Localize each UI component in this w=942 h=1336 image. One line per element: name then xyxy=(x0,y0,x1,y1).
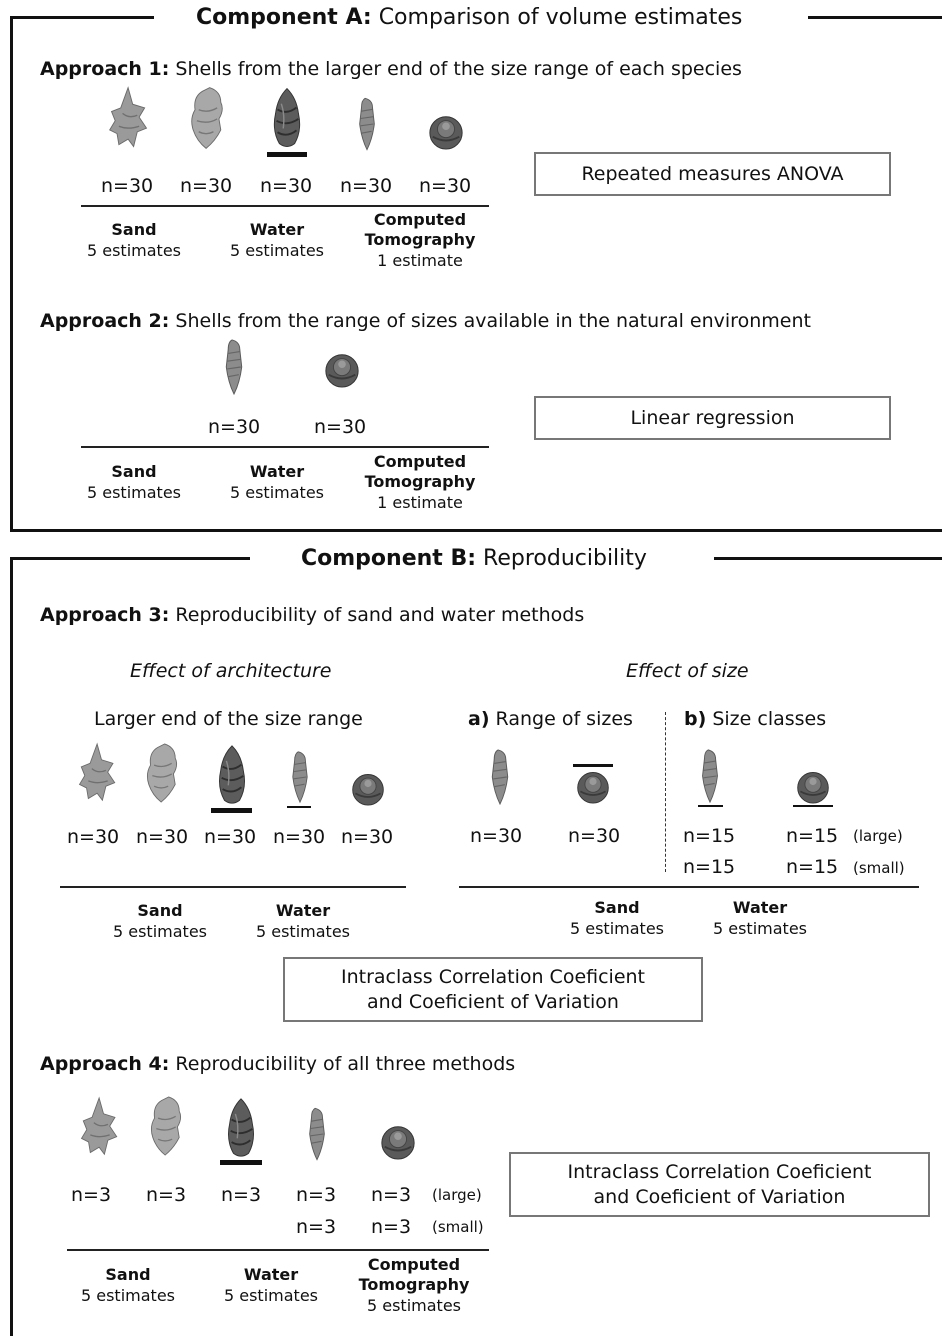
turbo-shell-icon xyxy=(379,1122,417,1160)
approach-3-heading: Approach 3: Reproducibility of sand and … xyxy=(40,604,585,626)
effect-size-label: Effect of size xyxy=(626,660,749,682)
analysis-box-icc-approach-3: Intraclass Correlation Coeficient and Co… xyxy=(283,957,703,1022)
approach-4-rule xyxy=(67,1249,489,1251)
approach-3-count: n=30 xyxy=(341,826,394,848)
turbo-shell-icon xyxy=(323,350,361,388)
scale-bar xyxy=(267,152,307,157)
approach-3-class-count-large: n=15 xyxy=(786,825,839,847)
approach-2-count: n=30 xyxy=(314,416,367,438)
approach-3-count: n=30 xyxy=(67,826,120,848)
nassa-shell-icon xyxy=(222,1097,260,1159)
large-tag: (large) xyxy=(432,1186,482,1204)
cerith-shell-icon xyxy=(222,338,246,396)
approach-4-count-small: n=3 xyxy=(371,1216,412,1238)
approach-3-range-count: n=30 xyxy=(568,825,621,847)
approach-3-class-count-large: n=15 xyxy=(683,825,736,847)
turbo-shell-icon xyxy=(350,770,386,806)
large-tag: (large) xyxy=(853,827,903,845)
approach-3-range-count: n=30 xyxy=(470,825,523,847)
turbo-shell-icon xyxy=(795,768,831,804)
approach-1-count: n=30 xyxy=(419,175,472,197)
approach-4-heading: Approach 4: Reproducibility of all three… xyxy=(40,1053,516,1075)
nassa-shell-icon xyxy=(213,744,251,806)
approach-1-count: n=30 xyxy=(180,175,233,197)
cerith-shell-icon xyxy=(698,748,722,804)
turbo-shell-icon xyxy=(427,112,465,150)
scale-bar xyxy=(287,806,311,808)
analysis-box-anova: Repeated measures ANOVA xyxy=(534,152,891,196)
approach-3-count: n=30 xyxy=(204,826,257,848)
approach-3-count: n=30 xyxy=(136,826,189,848)
component-b-title: Component B: Reproducibility xyxy=(301,546,647,571)
conch-shell-icon xyxy=(144,1092,188,1160)
approach-3-class-count-small: n=15 xyxy=(683,856,736,878)
approach-4-count-small: n=3 xyxy=(296,1216,337,1238)
approach-2-rule xyxy=(81,446,489,448)
murex-shell-icon xyxy=(106,84,152,152)
murex-shell-icon xyxy=(78,1094,122,1160)
approach-4-count-large: n=3 xyxy=(221,1184,262,1206)
analysis-box-icc-approach-4: Intraclass Correlation Coeficient and Co… xyxy=(509,1152,930,1217)
approach-1-rule xyxy=(81,205,489,207)
scale-bar xyxy=(573,764,613,767)
conch-shell-icon xyxy=(184,84,230,152)
approach-1-count: n=30 xyxy=(340,175,393,197)
approach-4-count-large: n=3 xyxy=(71,1184,112,1206)
approach-4-count-large: n=3 xyxy=(296,1184,337,1206)
approach-1-count: n=30 xyxy=(260,175,313,197)
scale-bar xyxy=(698,805,723,807)
scale-bar xyxy=(211,808,252,813)
component-a-frame-bottom xyxy=(10,529,942,532)
approach-2-heading: Approach 2: Shells from the range of siz… xyxy=(40,310,811,332)
component-b-frame-top-left xyxy=(10,557,250,560)
cerith-shell-icon xyxy=(488,748,512,806)
scale-bar xyxy=(220,1160,262,1165)
approach-1-count: n=30 xyxy=(101,175,154,197)
approach-1-heading: Approach 1: Shells from the larger end o… xyxy=(40,58,742,80)
cerith-shell-icon xyxy=(306,1106,328,1162)
larger-end-label: Larger end of the size range xyxy=(94,708,363,730)
scale-bar xyxy=(793,805,833,807)
component-b-frame-left xyxy=(10,557,13,1336)
component-a-title: Component A: Comparison of volume estima… xyxy=(196,5,743,30)
small-tag: (small) xyxy=(432,1218,484,1236)
approach-4-count-large: n=3 xyxy=(371,1184,412,1206)
approach-2-count: n=30 xyxy=(208,416,261,438)
turbo-shell-icon xyxy=(575,768,611,804)
small-tag: (small) xyxy=(853,859,905,877)
effect-architecture-label: Effect of architecture xyxy=(130,660,332,682)
range-of-sizes-label: a) Range of sizes xyxy=(468,708,633,730)
cerith-shell-icon xyxy=(356,96,378,152)
cerith-shell-icon xyxy=(289,750,311,804)
murex-shell-icon xyxy=(76,740,120,806)
component-b-frame-top-right xyxy=(714,557,942,560)
component-a-frame-top-left xyxy=(10,16,154,19)
approach-3-class-count-small: n=15 xyxy=(786,856,839,878)
approach-4-count-large: n=3 xyxy=(146,1184,187,1206)
approach-3-rule-left xyxy=(60,886,406,888)
nassa-shell-icon xyxy=(268,86,306,150)
conch-shell-icon xyxy=(140,740,184,806)
component-a-frame-top-right xyxy=(808,16,942,19)
size-classes-label: b) Size classes xyxy=(684,708,827,730)
divider-dashed xyxy=(665,712,666,872)
approach-3-rule-right xyxy=(459,886,919,888)
component-a-frame-left xyxy=(10,16,13,532)
analysis-box-regression: Linear regression xyxy=(534,396,891,440)
approach-3-count: n=30 xyxy=(273,826,326,848)
